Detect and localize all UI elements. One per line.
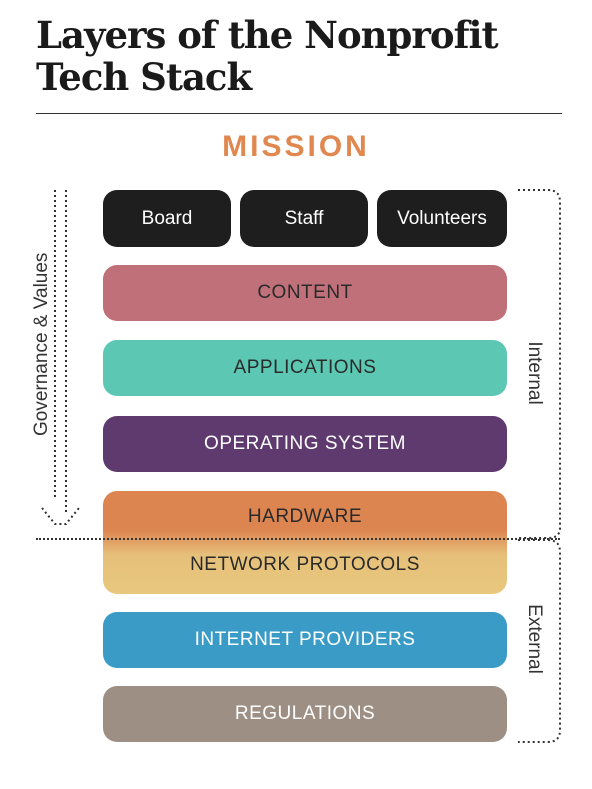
external-bracket [518,539,561,743]
governance-values-label: Governance & Values [31,252,52,436]
internal-label: Internal [524,341,545,405]
layer-hardware-label: HARDWARE [247,506,363,527]
people-board: Board [103,190,231,247]
governance-arrow [41,190,80,525]
title-line-2: Tech Stack [36,55,252,99]
people-staff: Staff [240,190,368,247]
layer-content: CONTENT [103,265,507,321]
layer-internet-providers: INTERNET PROVIDERS [103,612,507,668]
people-volunteers: Volunteers [377,190,507,247]
internal-external-divider [36,538,560,540]
mission-label: MISSION [222,130,370,163]
layer-regulations: REGULATIONS [103,686,507,742]
layer-operating-system: OPERATING SYSTEM [103,416,507,472]
layer-applications: APPLICATIONS [103,340,507,396]
layer-hardware-network [103,491,507,594]
diagram-title: Layers of the Nonprofit Tech Stack [36,14,566,98]
title-line-1: Layers of the Nonprofit [36,13,499,57]
title-rule [36,113,562,114]
external-label: External [524,604,545,674]
layer-network-protocols-label: NETWORK PROTOCOLS [190,554,420,575]
